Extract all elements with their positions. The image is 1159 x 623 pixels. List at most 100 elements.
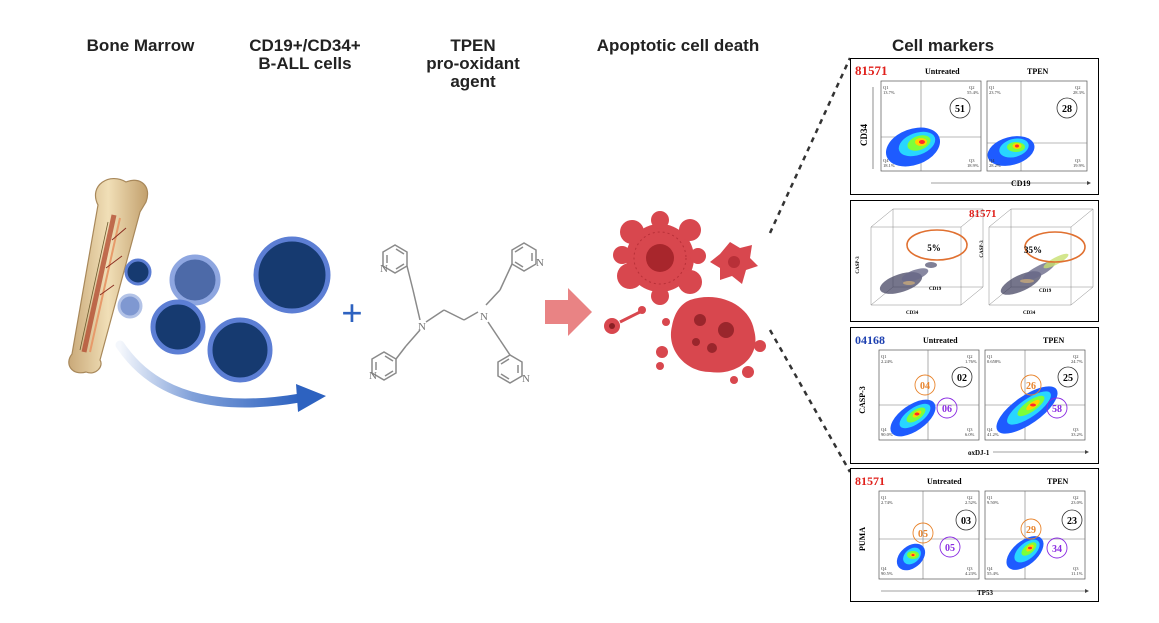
svg-text:N: N	[418, 321, 426, 333]
svg-text:19.9%: 19.9%	[1073, 163, 1085, 168]
panel3-left-title: Untreated	[923, 336, 958, 345]
dashed-connector-top	[768, 57, 852, 234]
svg-text:Q1: Q1	[883, 85, 889, 90]
svg-text:Q2: Q2	[1073, 354, 1079, 359]
svg-text:Q4: Q4	[989, 158, 995, 163]
svg-text:N: N	[369, 370, 377, 382]
panel2-right-z-label: CASP-3	[980, 240, 985, 258]
panel3-right-plot: 26 25 58 Q1 0.658% Q2 24.7% Q3 33.2% Q4 …	[984, 349, 1086, 441]
panel4-right-black-value: 23	[1067, 516, 1077, 527]
header-bone-marrow: Bone Marrow	[86, 36, 195, 55]
svg-text:Q4: Q4	[881, 566, 887, 571]
svg-text:41.2%: 41.2%	[987, 432, 999, 437]
header-b-all-cells: CD19+/CD34+ B-ALL cells	[249, 36, 361, 73]
header-cell-markers: Cell markers	[891, 36, 995, 55]
svg-text:Q3: Q3	[969, 158, 975, 163]
svg-text:24.7%: 24.7%	[1071, 359, 1083, 364]
svg-text:90.5%: 90.5%	[881, 571, 893, 576]
panel4-left-orange-value: 05	[918, 529, 928, 540]
panel3-x-label: oxDJ-1	[968, 449, 990, 457]
panel1-right-title: TPEN	[1027, 67, 1049, 76]
svg-text:Q3: Q3	[1075, 158, 1081, 163]
bone-icon	[68, 177, 149, 374]
panel2-left-gate	[906, 229, 968, 261]
svg-text:N: N	[522, 373, 530, 385]
svg-text:Q1: Q1	[881, 354, 887, 359]
svg-text:55.4%: 55.4%	[987, 571, 999, 576]
svg-text:Q2: Q2	[1075, 85, 1081, 90]
svg-text:Q1: Q1	[987, 495, 993, 500]
header-apoptosis: Apoptotic cell death	[596, 36, 760, 55]
panel2-right-y-label: CD19	[1039, 289, 1052, 294]
flow-arrow-icon	[115, 340, 305, 408]
svg-text:18.9%: 18.9%	[967, 163, 979, 168]
svg-text:Q2: Q2	[967, 354, 973, 359]
panel3-left-plot: 04 02 06 Q1 2.24% Q2 1.76% Q3 6.0% Q4 90…	[878, 349, 980, 441]
svg-text:Q1: Q1	[881, 495, 887, 500]
panel4-right-purple-value: 34	[1052, 544, 1062, 555]
tpen-molecule-icon	[371, 242, 537, 384]
pink-arrow-icon	[545, 288, 592, 336]
panel1-y-label: CD34	[859, 124, 869, 146]
svg-text:Q4: Q4	[987, 566, 993, 571]
panel2-svg: 81571 5% CASP-3 CD34 CD19	[856, 208, 1094, 316]
panel1-x-label: CD19	[1011, 179, 1031, 188]
panel3-right-title: TPEN	[1043, 336, 1065, 345]
panel3-sample-id: 04168	[855, 333, 885, 347]
panel4-x-label: TP53	[977, 589, 993, 597]
panel4-left-black-value: 03	[961, 516, 971, 527]
svg-text:2.52%: 2.52%	[965, 500, 977, 505]
panel4-sample-id: 81571	[855, 474, 885, 488]
svg-text:55.4%: 55.4%	[967, 90, 979, 95]
svg-text:Q2: Q2	[969, 85, 975, 90]
panel2-left-y-label: CD19	[929, 287, 942, 292]
svg-text:2.24%: 2.24%	[881, 359, 893, 364]
svg-text:N: N	[536, 257, 544, 269]
panel3-right-orange-value: 26	[1026, 381, 1036, 392]
panel1-left-value: 51	[955, 104, 965, 115]
svg-text:N: N	[480, 311, 488, 323]
panel1-left-plot: 51 Q1 13.7% Q2 55.4% Q3 18.9% Q4 18.1%	[880, 80, 982, 172]
panel2-left-scatter	[879, 262, 937, 294]
panel3-left-black-value: 02	[957, 373, 967, 384]
svg-text:Q2: Q2	[1073, 495, 1079, 500]
svg-text:6.0%: 6.0%	[965, 432, 975, 437]
b-all-cells-icon	[117, 236, 331, 383]
panel-cd34-cd19: 81571 Untreated TPEN 51 Q1 13.7% Q2 55.4…	[850, 58, 1099, 195]
panel3-right-black-value: 25	[1063, 373, 1073, 384]
panel4-right-plot: 29 23 34 Q1 9.50% Q2 23.0% Q3 11.1% Q4 5…	[984, 490, 1086, 580]
svg-text:28.2%: 28.2%	[989, 163, 1001, 168]
panel2-right-x-label: CD34	[1023, 311, 1036, 316]
panel1-left-title: Untreated	[925, 67, 960, 76]
tpen-atom-labels: N N N N N N	[369, 257, 544, 385]
svg-text:0.658%: 0.658%	[987, 359, 1001, 364]
panel4-right-orange-value: 29	[1026, 525, 1036, 536]
panel1-svg: 81571 Untreated TPEN 51 Q1 13.7% Q2 55.4…	[855, 63, 1091, 188]
svg-text:13.7%: 13.7%	[883, 90, 895, 95]
panel3-svg: 04168 Untreated TPEN 04 02 06 Q1 2.24% Q…	[855, 333, 1089, 457]
panel2-right-gate	[1024, 231, 1086, 263]
svg-text:Q1: Q1	[987, 354, 993, 359]
svg-text:Q4: Q4	[883, 158, 889, 163]
svg-text:11.1%: 11.1%	[1071, 571, 1083, 576]
svg-text:28.3%: 28.3%	[1073, 90, 1085, 95]
svg-text:Q2: Q2	[967, 495, 973, 500]
svg-text:Q1: Q1	[989, 85, 995, 90]
svg-text:Q4: Q4	[987, 427, 993, 432]
panel1-right-plot: 28 Q1 23.7% Q2 28.3% Q3 19.9% Q4 28.2%	[986, 80, 1088, 172]
svg-text:Q3: Q3	[1073, 566, 1079, 571]
header-tpen: TPEN pro-oxidant agent	[426, 36, 520, 91]
pathway-illustration: + N N N N	[68, 57, 852, 473]
svg-text:33.2%: 33.2%	[1071, 432, 1083, 437]
svg-text:23.0%: 23.0%	[1071, 500, 1083, 505]
panel3-left-purple-value: 06	[942, 404, 952, 415]
svg-text:23.7%: 23.7%	[989, 90, 1001, 95]
panel3-y-label: CASP-3	[858, 386, 867, 414]
panel3-left-orange-value: 04	[920, 381, 930, 392]
svg-text:1.76%: 1.76%	[965, 359, 977, 364]
panel3-right-purple-value: 58	[1052, 404, 1062, 415]
panel4-svg: 81571 Untreated TPEN 05 03 05 Q1 2.74% Q…	[855, 474, 1089, 597]
panel2-right-value: 35%	[1024, 245, 1042, 255]
panel1-sample-id: 81571	[855, 63, 888, 78]
panel2-left-z-label: CASP-3	[856, 256, 861, 274]
